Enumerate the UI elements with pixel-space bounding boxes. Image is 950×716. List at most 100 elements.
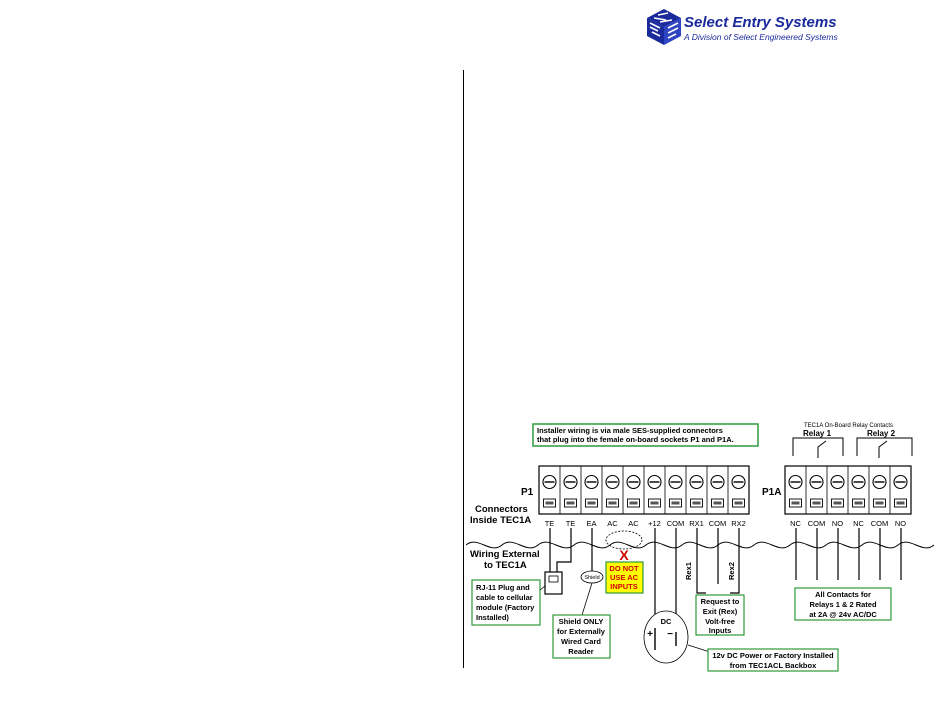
p1-socket-icon <box>711 498 724 508</box>
dc-battery-icon <box>654 628 677 650</box>
company-name: Select Entry Systems <box>684 14 837 31</box>
p1a-socket-icon <box>873 498 886 508</box>
p1a-terminal-label: COM <box>871 519 889 528</box>
power-note-pointer <box>687 644 711 653</box>
p1a-terminal-label: NC <box>853 519 864 528</box>
contacts-line2: Relays 1 & 2 Rated <box>809 600 877 609</box>
connectors-line1: Connectors <box>475 504 528 515</box>
wavy-break-line <box>466 541 935 549</box>
shield-line4: Reader <box>568 647 594 656</box>
ac-warning-box <box>605 561 644 594</box>
shield-tag: Shield <box>584 575 599 581</box>
rj11-plug-icon <box>544 571 563 595</box>
wiring-line2: to TEC1A <box>484 560 527 571</box>
p1-terminal-label: COM <box>667 519 685 528</box>
p1-socket-icon <box>627 498 640 508</box>
installer-note-box <box>532 423 759 447</box>
p1-screw-icon <box>689 474 704 490</box>
p1a-screw-icon <box>893 474 908 490</box>
p1a-terminal-label: NC <box>790 519 801 528</box>
rex-note-box <box>695 594 745 636</box>
p1-terminal-label: AC <box>628 519 639 528</box>
installer-note-line1: Installer wiring is via male SES-supplie… <box>537 426 723 435</box>
p1-label: P1 <box>521 487 534 498</box>
wires <box>549 528 902 628</box>
column-divider <box>463 70 464 668</box>
p1-socket-icon <box>606 498 619 508</box>
rj11-line2: cable to cellular <box>476 593 533 602</box>
warn-line2: USE AC <box>610 573 639 582</box>
p1-socket-icon <box>648 498 661 508</box>
p1a-socket-icon <box>789 498 802 508</box>
p1-socket-icon <box>543 498 556 508</box>
p1a-screw-icon <box>872 474 887 490</box>
rex2-label: Rex2 <box>727 562 736 580</box>
power-line2: from TEC1ACL Backbox <box>730 661 817 670</box>
shield-note-box <box>552 614 611 659</box>
contacts-note-box <box>794 587 892 621</box>
dc-label: DC <box>661 617 672 626</box>
warn-line3: INPUTS <box>610 582 638 591</box>
company-tagline: A Division of Select Engineered Systems <box>684 32 838 42</box>
p1a-screw-icon <box>788 474 803 490</box>
rj11-note-pointer <box>539 585 546 591</box>
p1a-label: P1A <box>762 487 781 498</box>
relay-header: TEC1A On-Board Relay Contacts <box>804 423 893 429</box>
p1-socket-icon <box>669 498 682 508</box>
p1-screw-icon <box>668 474 683 490</box>
wiring-line1: Wiring External <box>470 549 540 560</box>
p1-screw-icon <box>710 474 725 490</box>
p1-terminal-label: TE <box>545 519 555 528</box>
p1a-socket-icon <box>831 498 844 508</box>
ses-logo-icon <box>647 9 681 45</box>
p1-terminal-label: COM <box>709 519 727 528</box>
dc-minus: − <box>667 629 673 640</box>
p1a-terminal-label: COM <box>808 519 826 528</box>
p1-terminal-label: RX2 <box>731 519 746 528</box>
p1-socket-icon <box>585 498 598 508</box>
p1-screw-icon <box>731 474 746 490</box>
p1-socket-icon <box>732 498 745 508</box>
p1-terminal-label: +12 <box>648 519 661 528</box>
power-note-box <box>707 648 839 672</box>
p1-terminal-label: EA <box>586 519 596 528</box>
company-logo: Select Entry Systems A Division of Selec… <box>646 8 846 52</box>
p1-terminal-block <box>538 465 750 515</box>
relay1-label: Relay 1 <box>803 429 832 438</box>
shield-note-pointer <box>581 582 593 616</box>
p1-screw-icon <box>626 474 641 490</box>
p1-terminal-label: TE <box>566 519 576 528</box>
rex-line3: Volt-free <box>705 617 735 626</box>
x-mark-icon: X <box>619 547 629 563</box>
p1-screw-icon <box>542 474 557 490</box>
contacts-line3: at 2A @ 24v AC/DC <box>809 610 877 619</box>
relay-brackets <box>792 437 913 458</box>
rj11-line4: Installed) <box>476 613 509 622</box>
wiring-diagram: Installer wiring is via male SES-supplie… <box>466 423 935 672</box>
p1a-socket-icon <box>810 498 823 508</box>
p1-terminal-label: AC <box>607 519 618 528</box>
dc-plus: + <box>647 629 653 640</box>
installer-note-line2: that plug into the female on-board socke… <box>537 435 734 444</box>
p1a-terminal-label: NO <box>832 519 843 528</box>
shield-line1: Shield ONLY <box>559 617 604 626</box>
rj11-note-box <box>471 579 541 626</box>
rj11-line3: module (Factory <box>476 603 535 612</box>
p1a-screw-icon <box>851 474 866 490</box>
rj11-plug-tab-icon <box>548 575 559 583</box>
ac-warning-circle <box>605 530 643 550</box>
p1-screw-icon <box>605 474 620 490</box>
shield-line2: for Externally <box>557 627 606 636</box>
rex-line1: Request to <box>701 597 740 606</box>
p1a-screw-icon <box>830 474 845 490</box>
connectors-line2: Inside TEC1A <box>470 515 531 526</box>
contacts-line1: All Contacts for <box>815 590 871 599</box>
p1-screw-icon <box>563 474 578 490</box>
warn-line1: DO NOT <box>609 564 639 573</box>
p1-screw-icon <box>584 474 599 490</box>
shield-line3: Wired Card <box>561 637 601 646</box>
relay2-label: Relay 2 <box>867 429 896 438</box>
p1-socket-icon <box>564 498 577 508</box>
p1-screw-icon <box>647 474 662 490</box>
